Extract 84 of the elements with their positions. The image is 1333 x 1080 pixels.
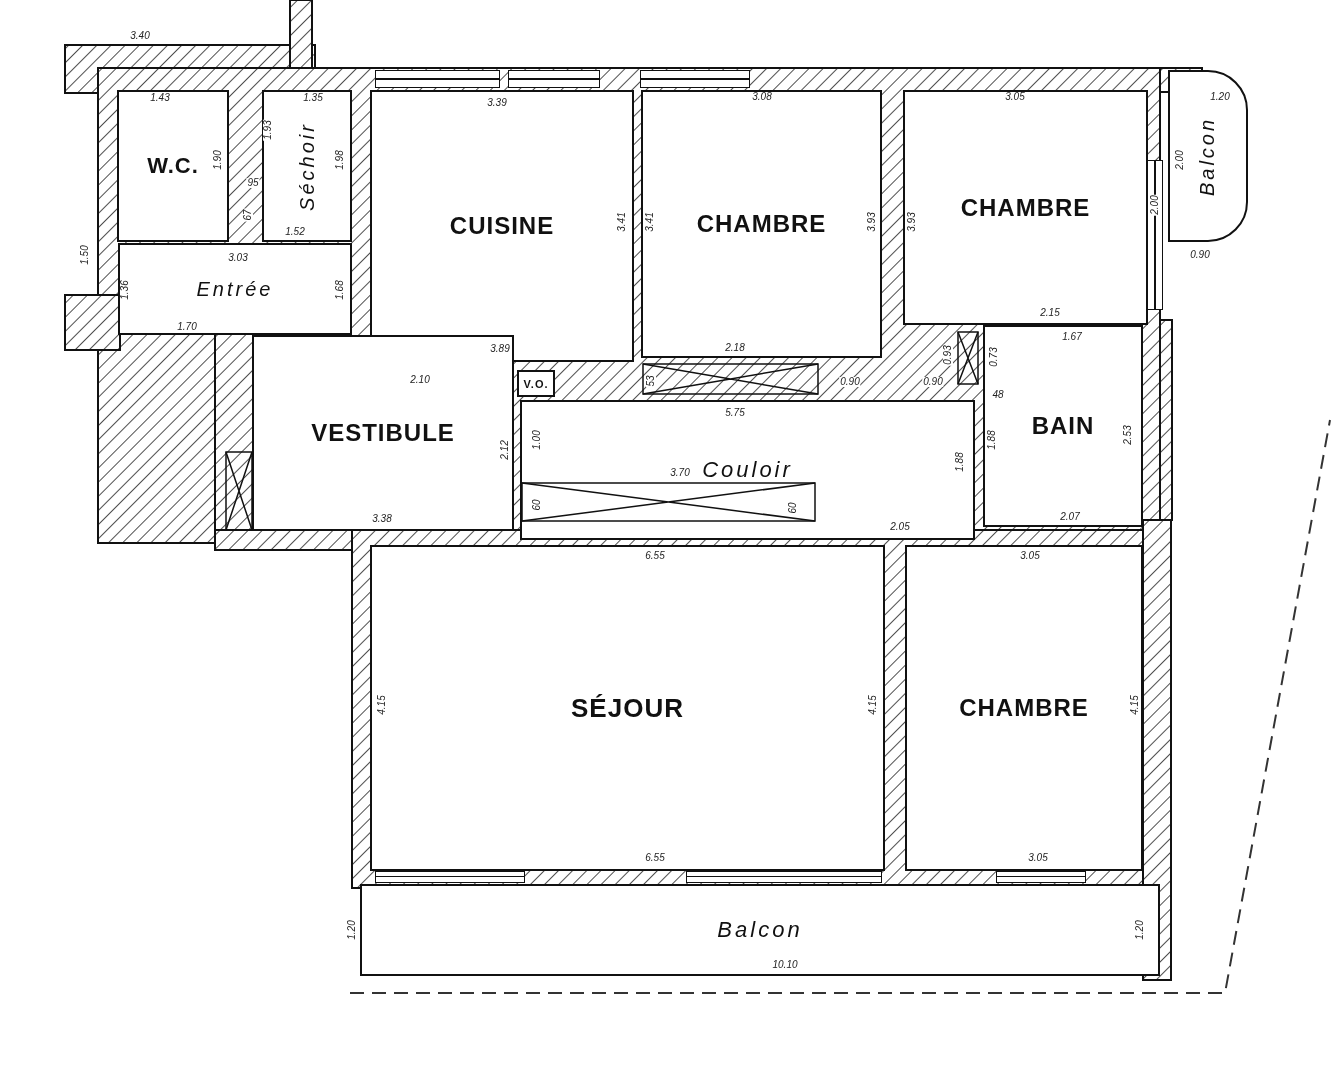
room [905, 545, 1143, 871]
dimension-label: 0.73 [989, 346, 999, 368]
dimension-label: 4.15 [377, 694, 387, 716]
dimension-label: 5.75 [724, 408, 746, 418]
dimension-label: 3.38 [371, 514, 393, 524]
dimension-label: 6.55 [644, 551, 666, 561]
dimension-label: 2.05 [889, 522, 911, 532]
dimension-label: 2.12 [500, 439, 510, 461]
dimension-label: 1.00 [532, 429, 542, 451]
room [370, 90, 634, 362]
room [262, 90, 352, 242]
dimension-label: 1.90 [213, 149, 223, 171]
dimension-label: 2.10 [409, 375, 431, 385]
dimension-label: 3.05 [1019, 551, 1041, 561]
room-name: CUISINE [449, 212, 555, 240]
dimension-label: 3.89 [489, 344, 511, 354]
dimension-label: 6.55 [644, 853, 666, 863]
dimension-label: 4.15 [1130, 694, 1140, 716]
dimension-label: 60 [532, 498, 542, 512]
dimension-label: 2.00 [1150, 194, 1160, 216]
dimension-label: 3.93 [867, 211, 877, 233]
dimension-label: 1.93 [263, 119, 273, 141]
room-name: V.O. [523, 377, 549, 390]
dimension-label: 2.53 [1123, 424, 1133, 446]
dimension-label: 1.43 [149, 93, 171, 103]
room-name: Couloir [702, 457, 793, 483]
room-name: Entrée [196, 277, 274, 301]
dimension-label: 0.93 [943, 344, 953, 366]
room-name: CHAMBRE [959, 694, 1089, 722]
dimension-label: 3.03 [227, 253, 249, 263]
dimension-label: 1.88 [987, 429, 997, 451]
dimension-label: 0.90 [839, 377, 861, 387]
dimension-label: 1.52 [284, 227, 306, 237]
room-name: Séchoir [295, 121, 319, 211]
dimension-label: 3.39 [486, 98, 508, 108]
room-name: VESTIBULE [311, 419, 455, 447]
room-name: Balcon [717, 917, 803, 943]
dimension-label: 48 [991, 390, 1005, 400]
dimension-label: 3.70 [669, 468, 691, 478]
dimension-label: 1.36 [120, 279, 130, 301]
dimension-label: 0.90 [922, 377, 944, 387]
dimension-label: 60 [788, 501, 798, 515]
dimension-label: 1.20 [1135, 919, 1145, 941]
dimension-label: 1.20 [1209, 92, 1231, 102]
dimension-label: 1.98 [335, 149, 345, 171]
dimension-label: 2.07 [1059, 512, 1081, 522]
dimension-label: 2.00 [1175, 149, 1185, 171]
room-name: W.C. [147, 153, 199, 179]
dimension-label: 53 [646, 374, 656, 388]
room [370, 545, 885, 871]
dimension-label: 10.10 [771, 960, 799, 970]
dimension-label: 1.88 [955, 451, 965, 473]
dimension-label: 3.41 [617, 211, 627, 233]
room [1168, 70, 1248, 242]
room-name: Balcon [1196, 116, 1220, 196]
dimension-label: 2.18 [724, 343, 746, 353]
room-name: BAIN [1031, 412, 1095, 440]
dimension-label: 1.70 [176, 322, 198, 332]
room [903, 90, 1148, 325]
dimension-label: 3.05 [1004, 92, 1026, 102]
dimension-label: 1.68 [335, 279, 345, 301]
dimension-label: 1.50 [80, 244, 90, 266]
dimension-label: 3.40 [129, 31, 151, 41]
room-name: CHAMBRE [696, 210, 827, 238]
room [118, 243, 352, 335]
room [252, 335, 514, 531]
room [641, 90, 882, 358]
room-name: CHAMBRE [960, 193, 1091, 222]
dimension-label: 1.35 [302, 93, 324, 103]
dimension-label: 67 [243, 208, 253, 222]
room [983, 325, 1143, 527]
dimension-label: 3.08 [751, 92, 773, 102]
room [360, 884, 1160, 976]
room [520, 400, 975, 540]
room [117, 90, 229, 242]
dimension-label: 3.05 [1027, 853, 1049, 863]
dimension-label: 4.15 [868, 694, 878, 716]
dimension-label: 1.67 [1061, 332, 1083, 342]
dimension-label: 95 [246, 178, 260, 188]
room-name: SÉJOUR [571, 692, 684, 724]
room [517, 370, 555, 397]
dimension-label: 3.41 [645, 211, 655, 233]
dimension-label: 2.15 [1039, 308, 1061, 318]
dimension-label: 3.93 [907, 211, 917, 233]
